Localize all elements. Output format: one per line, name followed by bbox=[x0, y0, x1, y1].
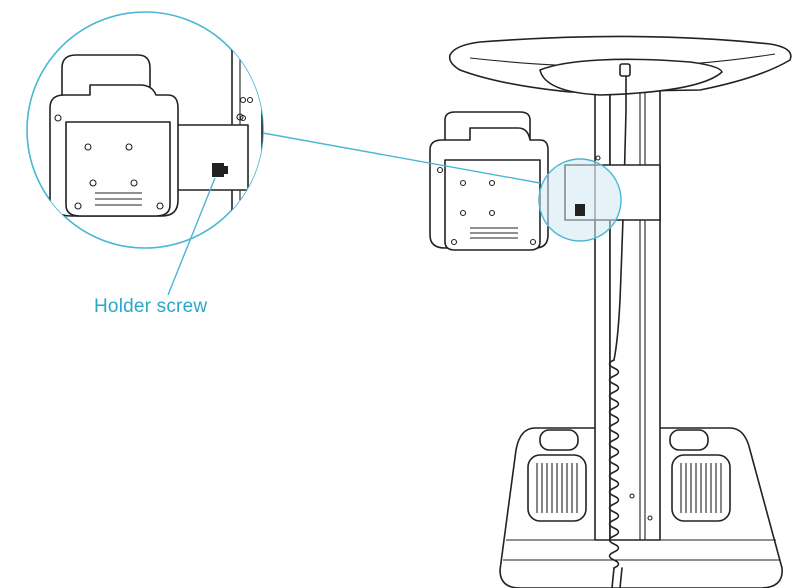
holder-screw-large bbox=[212, 163, 224, 177]
left-heel-electrode bbox=[539, 429, 579, 451]
holder-screw-label: Holder screw bbox=[94, 296, 208, 317]
scale-device bbox=[429, 35, 792, 588]
zoom-detail bbox=[26, 11, 264, 249]
zoom-connector-line bbox=[262, 132, 541, 184]
column bbox=[594, 74, 661, 541]
coiled-cable bbox=[608, 63, 631, 588]
label-leader-line bbox=[167, 177, 216, 296]
printer bbox=[429, 111, 549, 251]
right-heel-electrode bbox=[669, 429, 709, 451]
highlight-circle bbox=[538, 158, 622, 242]
